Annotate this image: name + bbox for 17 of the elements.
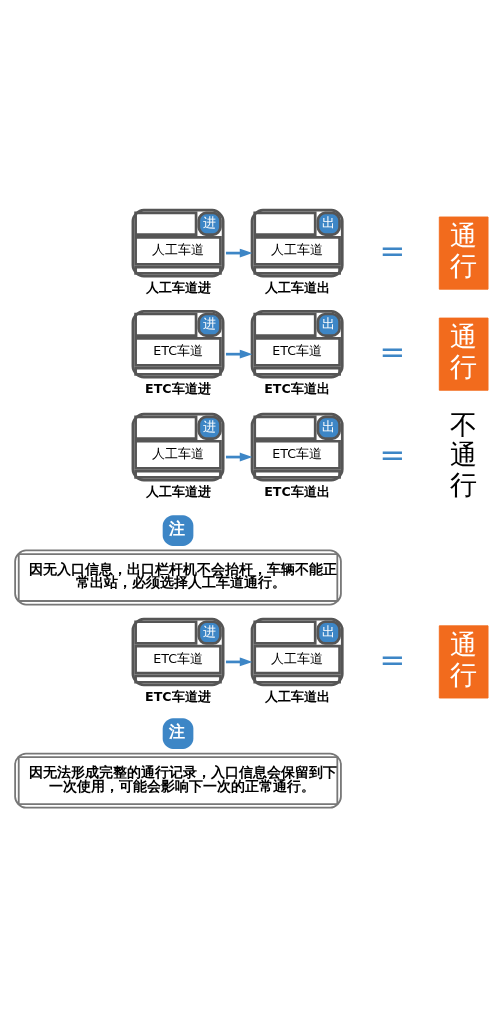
label: = [379, 436, 406, 472]
node-label: 人工车道进 [145, 484, 211, 500]
node-label: ETC车道进 [145, 381, 211, 397]
label: = [379, 641, 406, 677]
node-label: ETC车道出 [264, 381, 330, 397]
node-box: 通行 [438, 625, 489, 699]
node-label: ETC车道进 [145, 688, 211, 704]
arrow [225, 349, 253, 359]
label: = [379, 334, 406, 370]
node-box: 通行 [438, 317, 489, 391]
node-label: ETC车道出 [264, 484, 330, 500]
node-label: 人工车道进 [145, 280, 211, 296]
node-text: 不通行 [449, 409, 477, 500]
label: = [379, 232, 406, 268]
node-box: 通行 [438, 216, 489, 290]
node-label: 人工车道出 [264, 280, 330, 296]
node-label: 人工车道出 [264, 688, 330, 704]
